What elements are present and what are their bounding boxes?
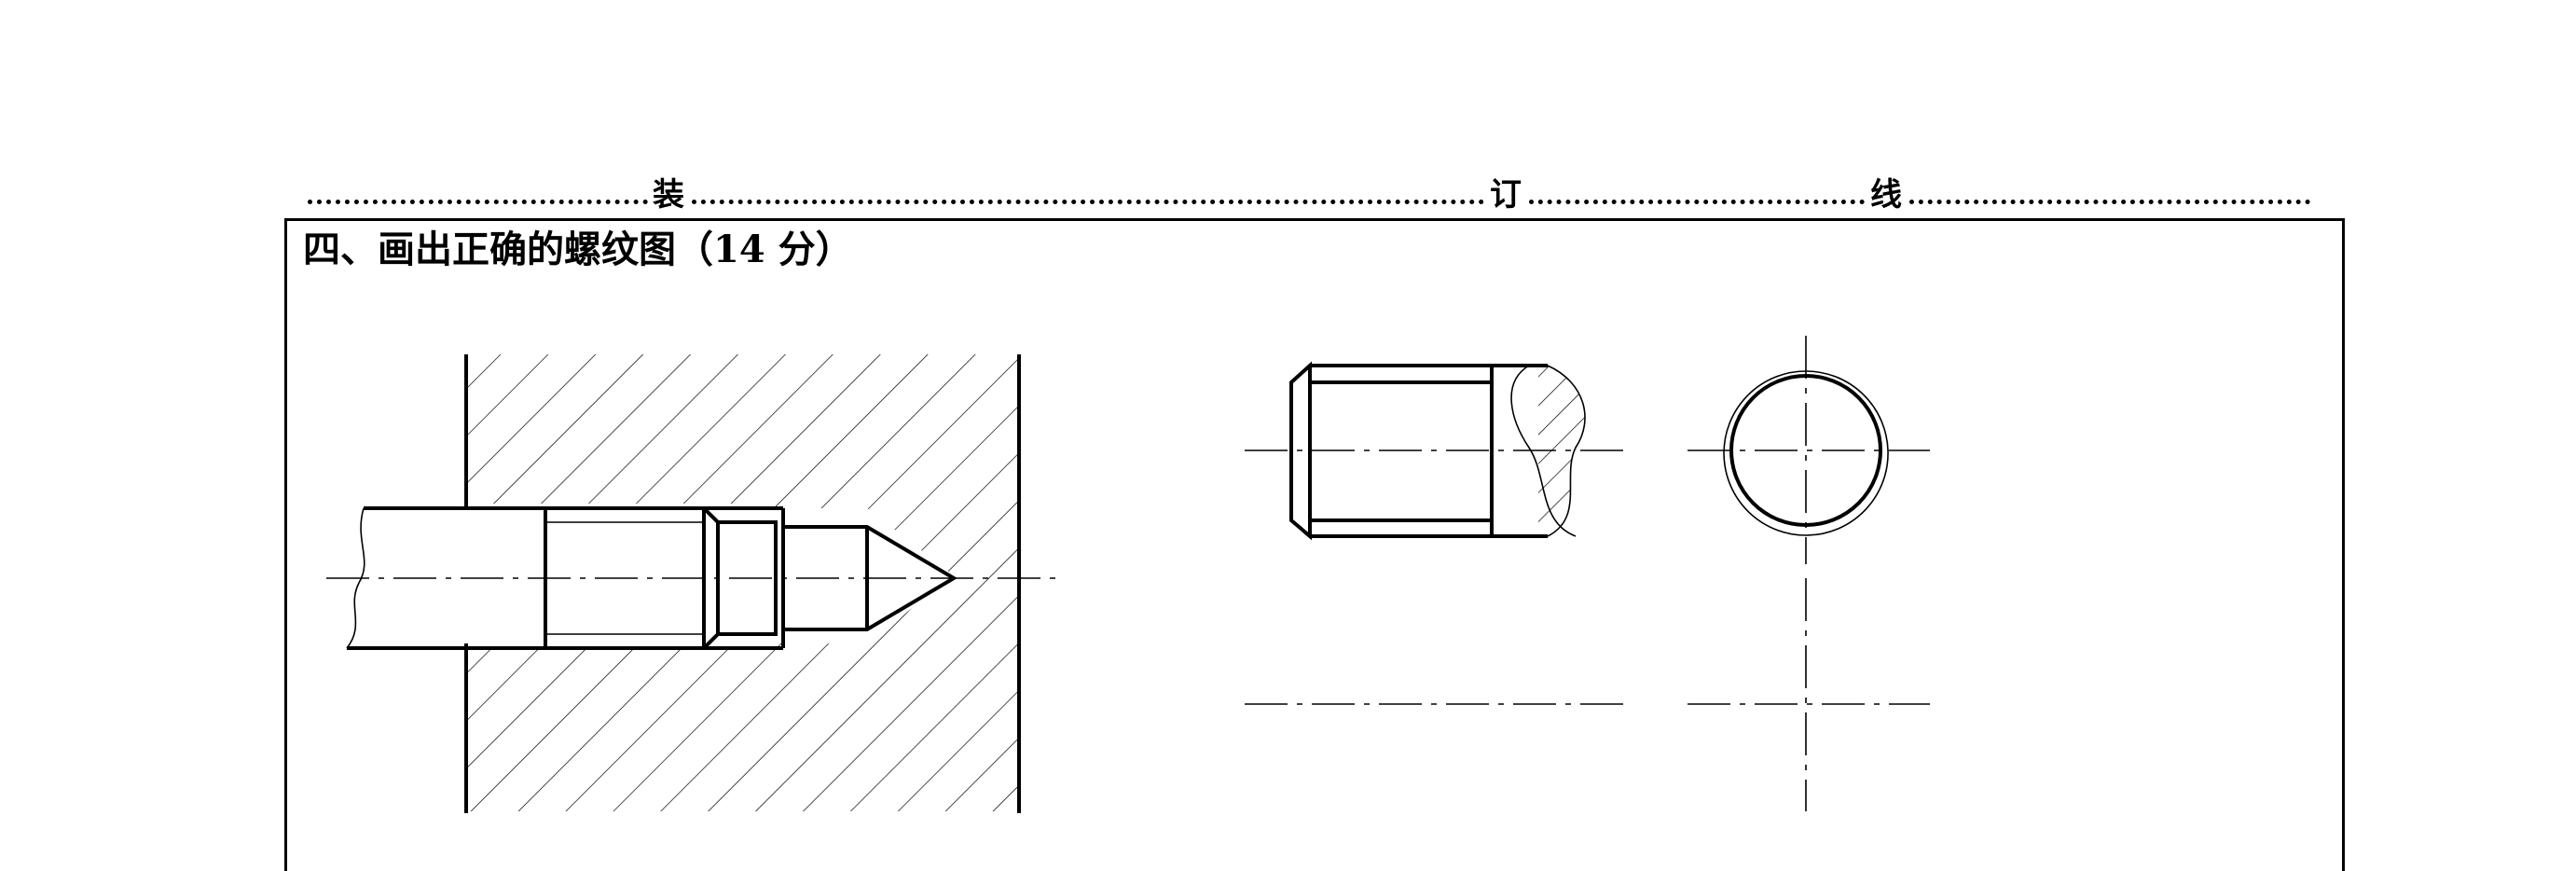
binding-dots-1 bbox=[308, 200, 648, 204]
exam-page: 装 订 线 四、画出正确的螺纹图（14 分） bbox=[284, 173, 2345, 871]
binding-dots-2 bbox=[692, 200, 1484, 204]
break-curve-inner bbox=[1510, 365, 1577, 537]
blank-end-centerlines bbox=[1687, 578, 1930, 811]
end-view-outer-arc-2 bbox=[1805, 370, 1889, 451]
internal-thread-figure bbox=[326, 354, 1058, 813]
break-curve bbox=[1547, 365, 1586, 537]
thread-drawings bbox=[326, 336, 1930, 813]
binding-dots-4 bbox=[1909, 200, 2310, 204]
break-section-hatch bbox=[1538, 366, 1585, 536]
end-view-outer-arc bbox=[1723, 370, 1889, 536]
question-frame bbox=[284, 218, 2345, 871]
binding-char-ding: 订 bbox=[1490, 176, 1522, 214]
question-title: 四、画出正确的螺纹图（14 分） bbox=[303, 228, 853, 271]
binding-char-zhuang: 装 bbox=[653, 176, 684, 214]
external-thread-side-figure bbox=[1245, 361, 1632, 541]
hatched-block bbox=[466, 354, 1019, 811]
binding-line: 装 订 线 bbox=[308, 173, 2310, 216]
shaft-break-line bbox=[346, 507, 365, 649]
external-thread-end-figure bbox=[1687, 336, 1930, 564]
binding-dots-3 bbox=[1529, 200, 1865, 204]
binding-char-xian: 线 bbox=[1870, 176, 1902, 214]
